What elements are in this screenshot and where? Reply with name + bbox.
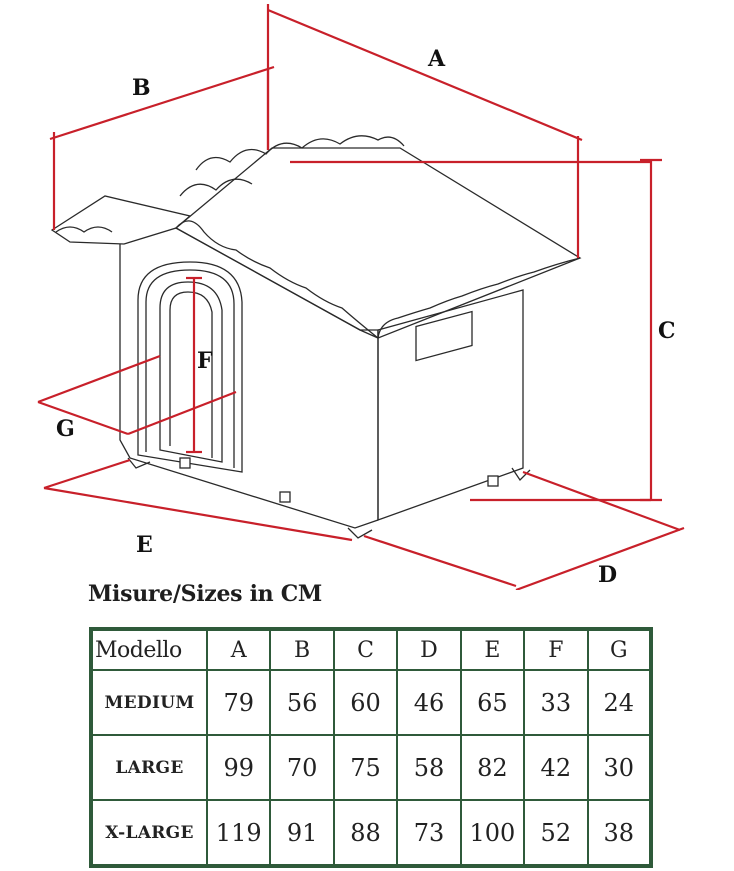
header-modello: Modello bbox=[90, 628, 208, 671]
dimension-d: D bbox=[363, 470, 685, 590]
value-f: 33 bbox=[523, 669, 589, 736]
door-opening bbox=[159, 281, 223, 463]
label-c: C bbox=[658, 318, 676, 344]
value-e: 100 bbox=[459, 799, 526, 867]
value-b: 91 bbox=[269, 799, 335, 867]
value-c: 60 bbox=[332, 669, 399, 736]
value-b: 70 bbox=[269, 734, 335, 801]
dimension-e: E bbox=[43, 458, 353, 558]
doghouse-drawing bbox=[50, 135, 582, 539]
header-b: B bbox=[269, 628, 335, 671]
model-name: LARGE bbox=[90, 734, 208, 801]
label-f: F bbox=[197, 348, 213, 374]
dimension-g: G bbox=[37, 354, 237, 442]
header-g: G bbox=[586, 628, 653, 671]
value-a: 119 bbox=[205, 799, 272, 867]
label-a: A bbox=[427, 46, 446, 72]
sizes-table: Modello A B C D E F G MEDIUM 79 56 60 46… bbox=[89, 627, 653, 868]
dimension-lines: A B C D E bbox=[37, 4, 685, 590]
table-row-large: LARGE 99 70 75 58 82 42 30 bbox=[90, 734, 653, 801]
label-b: B bbox=[132, 75, 151, 101]
model-name: MEDIUM bbox=[90, 669, 208, 736]
dimension-b: B bbox=[49, 65, 275, 230]
value-d: 46 bbox=[396, 669, 462, 736]
dimension-c: C bbox=[290, 158, 676, 502]
value-a: 99 bbox=[205, 734, 272, 801]
value-f: 42 bbox=[523, 734, 589, 801]
label-e: E bbox=[136, 532, 153, 558]
label-g: G bbox=[56, 416, 75, 442]
value-e: 65 bbox=[459, 669, 526, 736]
header-f: F bbox=[523, 628, 589, 671]
value-g: 30 bbox=[586, 734, 653, 801]
label-d: D bbox=[598, 562, 617, 588]
header-c: C bbox=[332, 628, 399, 671]
header-e: E bbox=[459, 628, 526, 671]
value-c: 88 bbox=[332, 799, 399, 867]
dimension-a: A bbox=[266, 4, 583, 258]
header-a: A bbox=[205, 628, 272, 671]
value-d: 73 bbox=[396, 799, 462, 867]
value-a: 79 bbox=[205, 669, 272, 736]
value-b: 56 bbox=[269, 669, 335, 736]
table-row-x-large: X-LARGE 119 91 88 73 100 52 38 bbox=[90, 799, 653, 867]
table-row-medium: MEDIUM 79 56 60 46 65 33 24 bbox=[90, 669, 653, 736]
value-g: 38 bbox=[586, 799, 653, 867]
header-d: D bbox=[396, 628, 462, 671]
model-name: X-LARGE bbox=[90, 799, 208, 867]
value-c: 75 bbox=[332, 734, 399, 801]
table-header-row: Modello A B C D E F G bbox=[90, 628, 653, 671]
side-vent bbox=[415, 310, 473, 362]
value-d: 58 bbox=[396, 734, 462, 801]
value-g: 24 bbox=[586, 669, 653, 736]
value-e: 82 bbox=[459, 734, 526, 801]
table-title: Misure/Sizes in CM bbox=[88, 581, 322, 607]
dimension-f: F bbox=[186, 276, 213, 454]
value-f: 52 bbox=[523, 799, 589, 867]
doghouse-dimension-diagram: A B C D E bbox=[37, 4, 685, 590]
